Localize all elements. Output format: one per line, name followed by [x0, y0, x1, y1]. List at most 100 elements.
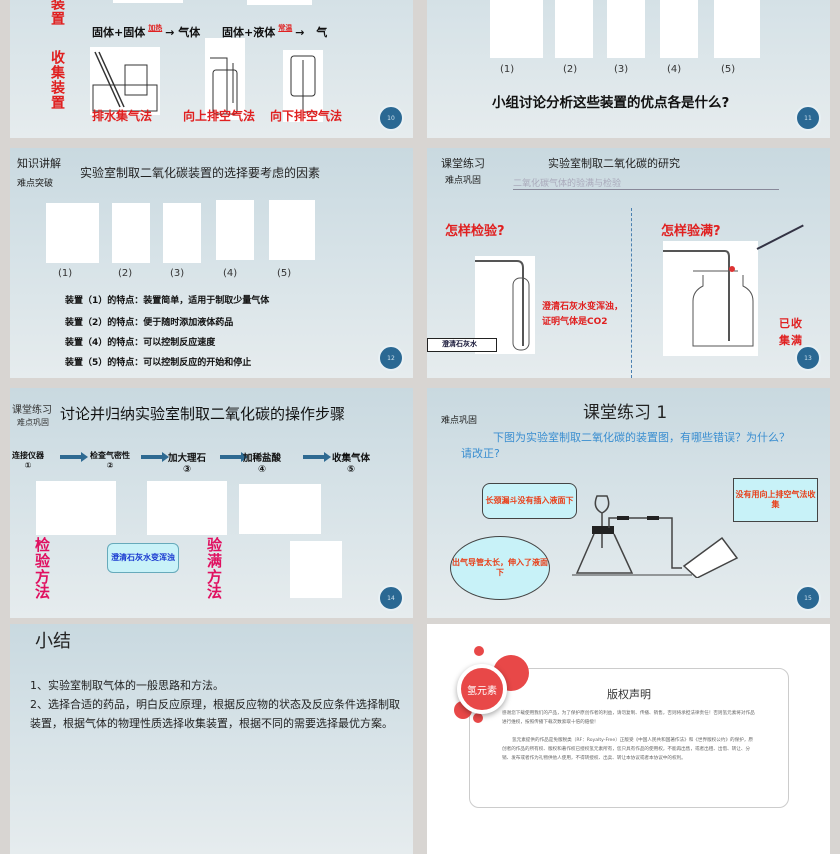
slide-15[interactable]: 难点巩固 课堂练习 1 下图为实验室制取二氧化碳的装置图，有哪些错误？为什么？请… — [427, 388, 830, 618]
slide-number-badge: 14 — [378, 585, 404, 611]
step-arrow — [141, 452, 169, 462]
apparatus-label: (5) — [721, 64, 736, 75]
apparatus-4 — [660, 0, 698, 58]
apparatus-1 — [490, 0, 543, 58]
apparatus-5 — [714, 0, 760, 58]
notice-title: 版权声明 — [607, 688, 651, 701]
divider — [631, 208, 632, 378]
test-question: 怎样检验? — [445, 224, 505, 239]
step-arrow — [303, 452, 331, 462]
downward-air-apparatus — [283, 50, 323, 122]
collection-callout: 没有用向上排空气法收集 — [733, 478, 818, 522]
exercise-question: 下图为实验室制取二氧化碳的装置图，有哪些错误？为什么？请改正? — [461, 431, 790, 460]
gas-jar-image — [290, 541, 342, 598]
summary-title: 小结 — [35, 631, 71, 652]
slide-title: 课堂练习 1 — [583, 403, 668, 423]
slide-title: 实验室制取二氧化碳装置的选择要考虑的因素 — [80, 166, 321, 180]
section-subtag: 难点巩固 — [445, 176, 482, 186]
adding-marble-image — [147, 481, 227, 535]
slide-13[interactable]: 课堂练习 难点巩固 实验室制取二氧化碳的研究 二氧化碳气体的验满与检验 怎样检验… — [427, 148, 830, 378]
slide-number-badge: 11 — [795, 105, 821, 131]
decor-dot — [474, 646, 484, 656]
method-label: 向下排空气法 — [270, 109, 343, 123]
collect-heading: 收集装置 — [49, 50, 65, 110]
discussion-question: 小组讨论分析这些装置的优点各是什么? — [492, 95, 730, 111]
adding-acid-apparatus — [239, 484, 321, 534]
apparatus-5 — [269, 200, 315, 260]
apparatus-label: (4) — [667, 64, 682, 75]
apparatus-label: (3) — [614, 64, 629, 75]
section-subtag: 难点巩固 — [441, 416, 478, 426]
section-tag: 课堂练习 — [12, 405, 52, 416]
section-subtag: 难点巩固 — [17, 418, 49, 427]
full-method-label: 验满方法 — [207, 536, 224, 602]
tube-callout: 出气导管太长，伸入了液面下 — [450, 536, 550, 600]
apparatus-2 — [112, 203, 150, 263]
step-arrow — [60, 452, 88, 462]
test-result: 澄清石灰水变浑浊，证明气体是CO2 — [542, 302, 624, 328]
water-collection-apparatus — [90, 47, 160, 115]
full-question: 怎样验满? — [661, 224, 721, 239]
slide-10[interactable]: 装置 固体+固体加热→ 气体 固体+液体常温→ 气 收集装置 排水集气法 向上排… — [10, 0, 413, 138]
apparatus-label: (2) — [118, 268, 133, 279]
slide-subtitle: 二氧化碳气体的验满与检验 — [513, 176, 779, 190]
apparatus-2 — [555, 0, 593, 58]
step-arrow — [220, 452, 248, 462]
method-label: 向上排空气法 — [183, 109, 256, 123]
faulty-apparatus-diagram — [572, 495, 739, 578]
apparatus-room-temp — [247, 0, 312, 5]
slide-17[interactable]: 氢元素 版权声明 感谢您下载使用我们的产品，为了保护原创作者的利益，请勿复制、传… — [427, 624, 830, 854]
upward-air-apparatus — [205, 38, 245, 120]
slide-12[interactable]: 知识讲解 难点突破 实验室制取二氧化碳装置的选择要考虑的因素 (1) (2) (… — [10, 148, 413, 378]
section-tag: 课堂练习 — [441, 157, 485, 170]
apparatus-1 — [46, 203, 99, 263]
feature-point: 装置（4）的特点：可以控制反应速度 — [65, 338, 216, 348]
full-result: 已收集满 — [779, 317, 803, 347]
reaction-1: 固体+固体加热→ 气体 — [92, 24, 201, 39]
apparatus-label: (1) — [500, 64, 515, 75]
feature-point: 装置（2）的特点：便于随时添加液体药品 — [65, 318, 234, 328]
feature-point: 装置（5）的特点：可以控制反应的开始和停止 — [65, 358, 252, 368]
limewater-callout: 澄清石灰水变浑浊 — [107, 543, 179, 573]
apparatus-label: (3) — [170, 268, 185, 279]
brand-logo: 氢元素 — [457, 664, 507, 714]
gas-jar-apparatus — [663, 241, 758, 356]
reaction-2: 固体+液体常温→ 气 — [222, 24, 328, 39]
apparatus-heating — [113, 0, 183, 3]
apparatus-label: (1) — [58, 268, 73, 279]
section-tag: 知识讲解 — [17, 157, 61, 170]
slide-number-badge: 13 — [795, 345, 821, 371]
apparatus-3 — [163, 203, 201, 263]
section-heading-partial: 装置 — [49, 0, 65, 26]
slide-title: 讨论并归纳实验室制取二氧化碳的操作步骤 — [60, 405, 346, 423]
summary-item: 1、实验室制取气体的一般思路和方法。 — [30, 679, 224, 692]
slide-11[interactable]: (1) (2) (3) (4) (5) 小组讨论分析这些装置的优点各是什么? 1… — [427, 0, 830, 138]
apparatus-label: (5) — [277, 268, 292, 279]
limewater-label: 澄清石灰水 — [427, 338, 497, 352]
connected-apparatus — [36, 481, 116, 535]
slide-number-badge: 10 — [378, 105, 404, 131]
notice-paragraph: 感谢您下载使用我们的产品，为了保护原创作者的利益，请勿复制、传播、销售，否则将承… — [502, 711, 755, 726]
apparatus-4 — [216, 200, 254, 260]
slide-title: 实验室制取二氧化碳的研究 — [548, 157, 680, 170]
decor-dot — [473, 713, 483, 723]
apparatus-label: (2) — [563, 64, 578, 75]
apparatus-3 — [607, 0, 645, 58]
apparatus-label: (4) — [223, 268, 238, 279]
section-subtag: 难点突破 — [17, 179, 54, 189]
funnel-callout: 长颈漏斗没有插入液面下 — [482, 483, 577, 519]
summary-item: 2、选择合适的药品，明白反应原理，根据反应物的状态及反应条件选择制取装置，根据气… — [30, 698, 400, 730]
slide-number-badge: 12 — [378, 345, 404, 371]
slide-number-badge: 15 — [795, 585, 821, 611]
feature-point: 装置（1）的特点：装置简单，适用于制取少量气体 — [65, 296, 270, 306]
method-label: 排水集气法 — [92, 109, 153, 123]
test-method-label: 检验方法 — [35, 536, 52, 602]
slide-16[interactable]: 小结 1、实验室制取气体的一般思路和方法。 2、选择合适的药品，明白反应原理，根… — [10, 624, 413, 854]
burning-stick — [756, 224, 804, 250]
